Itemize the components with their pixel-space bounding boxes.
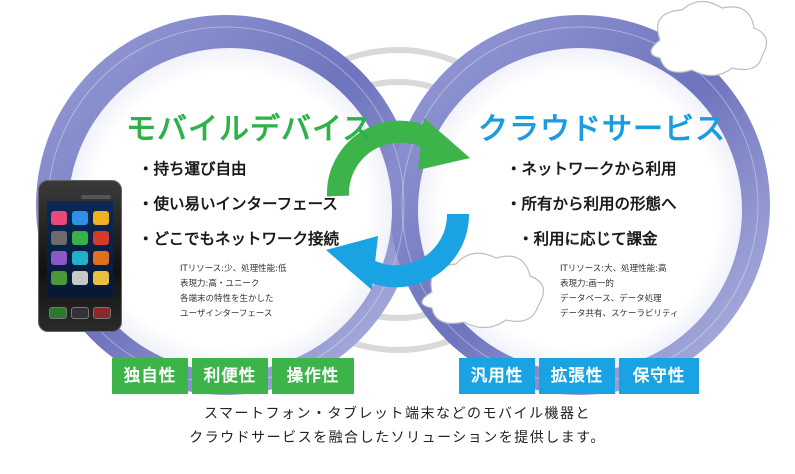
phone-keys	[49, 307, 111, 321]
phone-call-key	[49, 307, 67, 319]
mobile-notes: ITリソース:少、処理性能:低 表現力:高・ユニーク 各端末の特性を生かした ユ…	[180, 262, 287, 322]
mobile-bullet: ・持ち運び自由	[138, 160, 247, 178]
mobile-tag: 独自性	[112, 358, 188, 394]
phone-end-key	[93, 307, 111, 319]
cloud-icon	[650, 0, 768, 77]
app-icon	[51, 271, 67, 285]
mobile-note: ユーザインターフェース	[180, 309, 273, 319]
phone-status-bar	[81, 195, 111, 199]
cloud-note: データベース、データ処理	[560, 294, 662, 304]
mobile-note: 表現力:高・ユニーク	[180, 279, 260, 289]
phone-home-key	[71, 307, 89, 319]
app-icon	[93, 231, 109, 245]
cloud-tag: 汎用性	[459, 358, 535, 394]
cloud-tag: 保守性	[619, 358, 699, 394]
phone-app-grid	[51, 211, 109, 285]
mobile-tags: 独自性 利便性 操作性	[112, 358, 354, 394]
cloud-tag: 拡張性	[539, 358, 615, 394]
app-icon	[51, 231, 67, 245]
cloud-bullet: ・ネットワークから利用	[506, 160, 677, 178]
caption-line-1: スマートフォン・タブレット端末などのモバイル機器と	[203, 406, 592, 422]
app-icon	[72, 251, 88, 265]
mobile-circle	[68, 48, 392, 372]
app-icon	[72, 211, 88, 225]
mobile-note: 各端末の特性を生かした	[180, 294, 274, 304]
mobile-tag: 利便性	[192, 358, 268, 394]
cloud-note: ITリソース:大、処理性能:高	[560, 264, 667, 274]
app-icon	[51, 251, 67, 265]
mobile-note: ITリソース:少、処理性能:低	[180, 264, 287, 274]
mobile-tag: 操作性	[272, 358, 354, 394]
cloud-notes: ITリソース:大、処理性能:高 表現力:画一的 データベース、データ処理 データ…	[560, 262, 679, 322]
app-icon	[51, 211, 67, 225]
cloud-bullet: ・利用に応じて課金	[518, 230, 658, 248]
app-icon	[93, 271, 109, 285]
cloud-note: データ共有、スケーラビリティ	[560, 309, 679, 319]
mobile-bullet: ・使い易いインターフェース	[138, 195, 338, 213]
cloud-bullet-list: ・ネットワークから利用 ・所有から利用の形態へ ・利用に応じて課金	[506, 152, 677, 257]
mobile-title: モバイルデバイス	[126, 112, 374, 147]
smartphone-icon	[38, 180, 122, 332]
cloud-icon	[421, 252, 545, 329]
cloud-note: 表現力:画一的	[560, 279, 614, 289]
mobile-bullet-list: ・持ち運び自由 ・使い易いインターフェース ・どこでもネットワーク接続	[138, 152, 339, 257]
phone-screen	[47, 201, 113, 297]
app-icon	[72, 271, 88, 285]
cloud-bullet: ・所有から利用の形態へ	[506, 195, 677, 213]
cloud-title: クラウドサービス	[478, 112, 726, 147]
app-icon	[93, 251, 109, 265]
app-icon	[93, 211, 109, 225]
caption-line-2: クラウドサービスを融合したソリューションを提供します。	[189, 430, 606, 446]
app-icon	[72, 231, 88, 245]
circular-arrows-icon	[326, 118, 470, 290]
mobile-bullet: ・どこでもネットワーク接続	[138, 230, 340, 248]
cloud-tags: 汎用性 拡張性 保守性	[459, 358, 699, 394]
